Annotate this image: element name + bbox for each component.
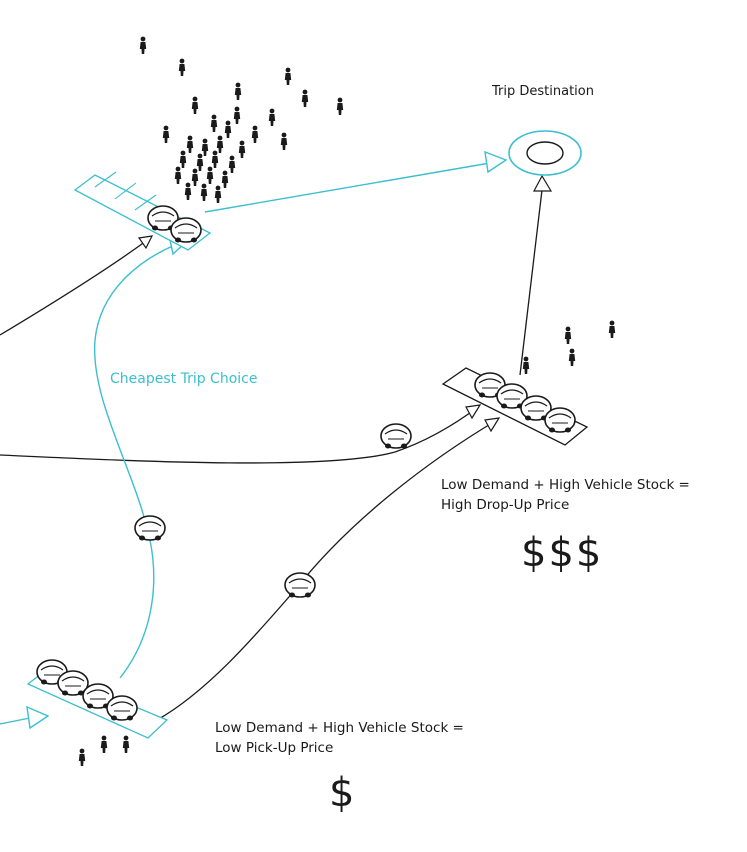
pedestrians-right: [522, 320, 616, 374]
high-price-symbol: $$$: [521, 530, 604, 576]
route-arrowhead: [484, 417, 501, 433]
high-price-line1: Low Demand + High Vehicle Stock =: [441, 477, 690, 493]
low-price-note: Low Demand + High Vehicle Stock = Low Pi…: [215, 718, 464, 758]
route-left-to-upper-station: [0, 237, 151, 336]
pod-car-icon: [106, 695, 138, 722]
route-right-station-to-destination: [519, 189, 543, 376]
cheapest-route-incoming: [0, 717, 31, 725]
pod-car-icon: [284, 572, 316, 599]
route-arrowhead: [137, 235, 154, 250]
low-price-line1: Low Demand + High Vehicle Stock =: [215, 720, 464, 736]
pod-car-icon: [170, 217, 202, 244]
upper-station: [73, 171, 212, 251]
low-station: [26, 659, 169, 739]
destination-label: Trip Destination: [492, 84, 594, 99]
pod-car-icon: [134, 515, 166, 542]
high-price-line2: High Drop-Up Price: [441, 497, 570, 513]
pod-car-icon: [380, 423, 412, 450]
cheapest-route-arrowhead: [26, 705, 50, 730]
route-arrowhead: [465, 404, 482, 420]
high-price-note: Low Demand + High Vehicle Stock = High D…: [441, 475, 690, 515]
route-left-to-right-station: [0, 406, 479, 464]
route-low-station-to-right-station: [156, 419, 498, 721]
cheapest-trip-label: Cheapest Trip Choice: [110, 371, 258, 387]
crowd: [139, 36, 344, 203]
destination-ring-icon: [508, 130, 582, 176]
low-price-line2: Low Pick-Up Price: [215, 740, 334, 756]
pod-car-icon: [544, 407, 576, 434]
pedestrians-low: [78, 735, 130, 766]
right-station: [441, 367, 589, 446]
cheapest-route-arrowhead: [484, 150, 508, 174]
cheapest-route-curve: [93, 244, 176, 679]
route-arrowhead: [533, 174, 553, 192]
low-price-symbol: $: [329, 770, 355, 816]
cheapest-route-upper-to-destination: [204, 162, 491, 213]
